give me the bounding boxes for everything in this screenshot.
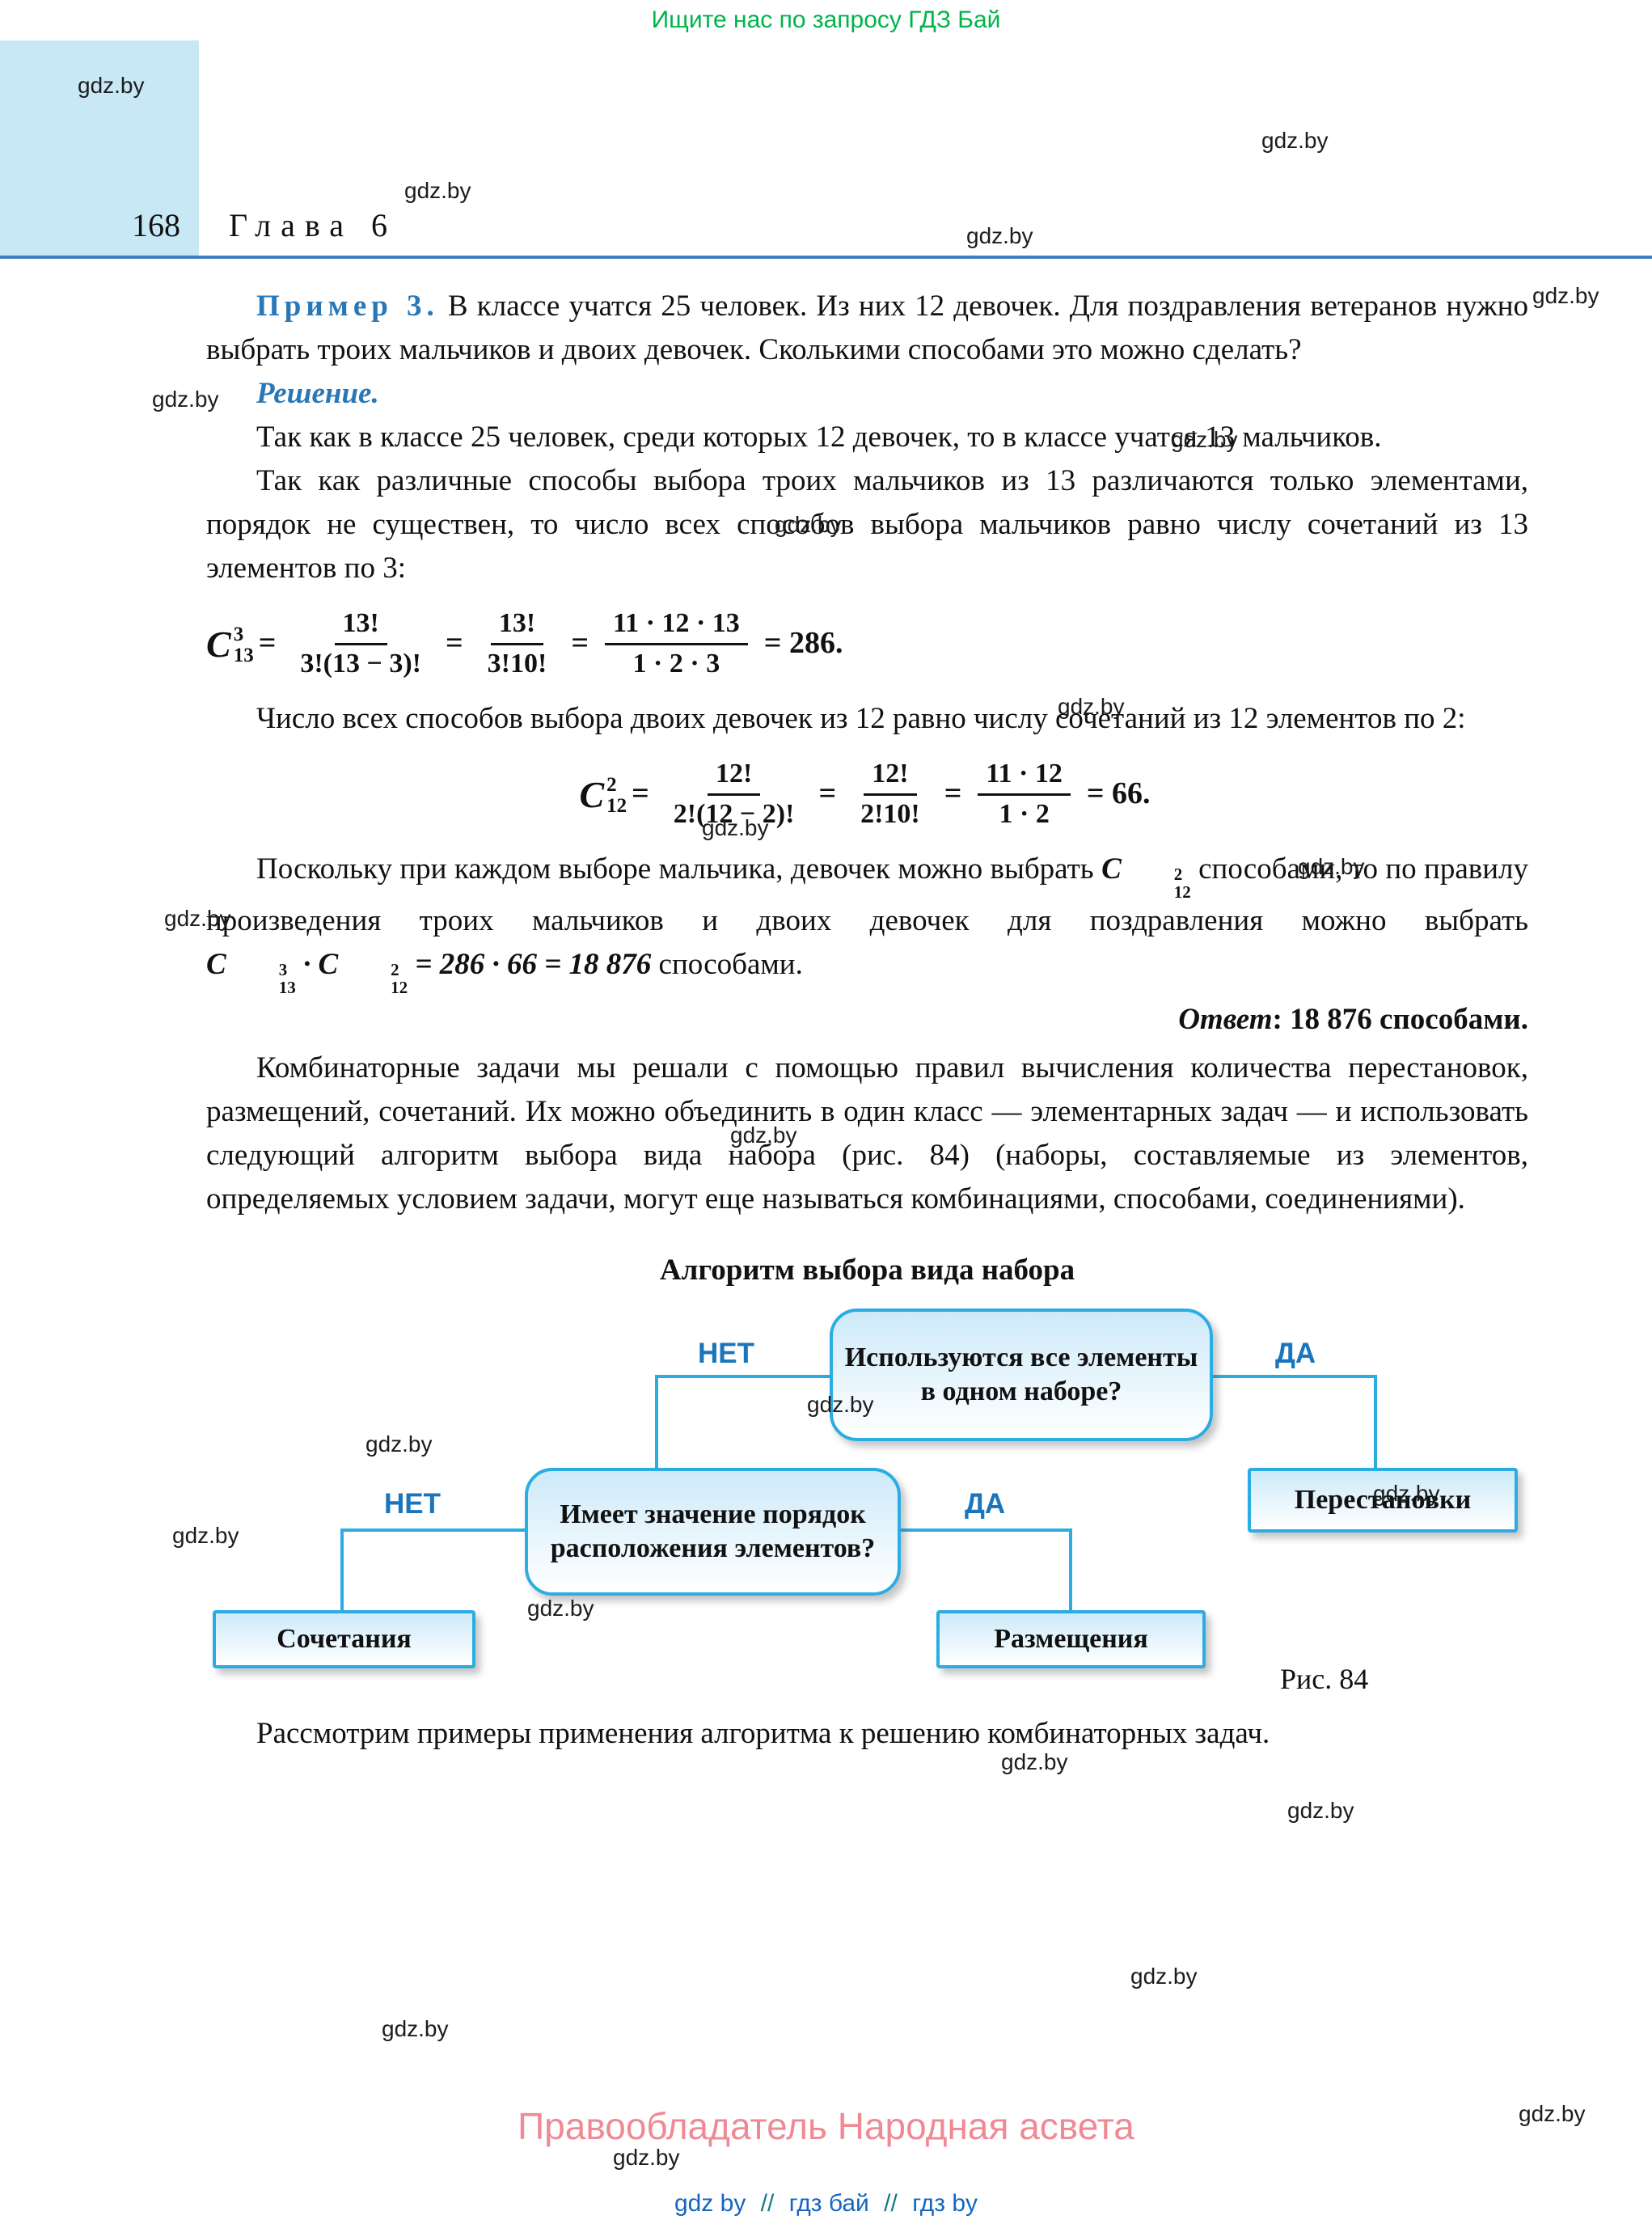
watermark: gdz.by — [775, 512, 842, 537]
solution-para-1: Так как в классе 25 человек, среди котор… — [256, 421, 1382, 455]
solution-para-4: Поскольку при каждом выборе мальчика, де… — [206, 852, 1528, 998]
watermark: gdz.by — [527, 1596, 594, 1621]
watermark: gdz.by — [152, 387, 219, 412]
connector-line — [1069, 1528, 1072, 1612]
fraction: 12!2!(12 − 2)! — [673, 759, 795, 829]
connector-line — [340, 1528, 526, 1533]
watermark: gdz.by — [1058, 694, 1125, 719]
watermark: gdz.by — [172, 1523, 239, 1548]
bottom-link-3[interactable]: гдз by — [912, 2190, 978, 2217]
watermark: gdz.by — [613, 2145, 680, 2170]
answer-text: : 18 876 способами. — [1272, 1003, 1528, 1037]
watermark: gdz.by — [702, 815, 769, 840]
flowchart-title: Алгоритм выбора вида набора — [659, 1254, 1075, 1287]
answer-label: Ответ — [1178, 1003, 1273, 1037]
watermark: gdz.by — [1373, 1481, 1440, 1506]
solution-label: Решение. — [256, 377, 379, 411]
fraction: 13!3!10! — [487, 608, 547, 679]
link-separator: // — [884, 2190, 898, 2217]
page-content: Пример 3. В классе учатся 25 человек. Из… — [206, 285, 1528, 1756]
watermark: gdz.by — [78, 73, 145, 98]
flowchart-permutations-box: Перестановки — [1248, 1468, 1518, 1533]
flowchart-label-yes-1: ДА — [1275, 1338, 1316, 1370]
solution-para-3: Число всех способов выбора двоих девочек… — [256, 702, 1466, 736]
flowchart-combinations-box: Сочетания — [213, 1610, 475, 1669]
watermark: gdz.by — [1261, 128, 1329, 153]
flowchart-label-no-2: НЕТ — [384, 1488, 441, 1520]
link-separator: // — [760, 2190, 775, 2217]
watermark: gdz.by — [807, 1392, 874, 1417]
header-rule — [0, 256, 1652, 259]
connector-line — [1374, 1375, 1377, 1469]
example-statement: Пример 3. В классе учатся 25 человек. Из… — [206, 285, 1528, 372]
copyright-note: Правообладатель Народная асвета — [518, 2105, 1134, 2147]
watermark: gdz.by — [730, 1123, 797, 1148]
watermark: gdz.by — [1171, 427, 1238, 452]
equals-sign: = — [571, 626, 589, 661]
equals-sign: = — [258, 626, 277, 661]
top-search-note: Ищите нас по запросу ГДЗ Бай — [651, 6, 1001, 33]
flowchart-figure: Используются все элементы в одном наборе… — [206, 1304, 1528, 1712]
bottom-links: gdz by // гдз бай // гдз by — [0, 2190, 1652, 2218]
solution-heading: Решение. — [206, 372, 1528, 416]
watermark: gdz.by — [1519, 2101, 1586, 2126]
flowchart-label-yes-2: ДА — [965, 1488, 1006, 1520]
flowchart-question-1: Используются все элементы в одном наборе… — [830, 1309, 1213, 1442]
page-number: 168 — [132, 207, 180, 243]
connector-line — [655, 1375, 658, 1469]
watermark: gdz.by — [966, 223, 1033, 248]
flowchart-question-2: Имеет значение порядок расположения элем… — [525, 1468, 901, 1596]
watermark: gdz.by — [382, 2016, 449, 2041]
watermark: gdz.by — [365, 1431, 433, 1457]
equals-sign: = — [632, 776, 649, 811]
chapter-title: Глава 6 — [229, 207, 397, 243]
watermark: gdz.by — [1130, 1964, 1198, 1989]
watermark: gdz.by — [164, 906, 231, 931]
fraction: 13!3!(13 − 3)! — [300, 608, 422, 679]
bottom-link-2[interactable]: гдз бай — [788, 2190, 869, 2217]
header-highlight-band — [0, 40, 199, 256]
fraction: 12!2!10! — [860, 759, 920, 829]
figure-caption: Рис. 84 — [1280, 1663, 1369, 1696]
watermark: gdz.by — [1532, 283, 1599, 308]
equals-sign: = — [818, 776, 837, 811]
bottom-link-1[interactable]: gdz by — [674, 2190, 746, 2217]
connector-line — [340, 1528, 344, 1612]
flowchart-label-no-1: НЕТ — [698, 1338, 754, 1370]
flowchart-arrangements-box: Размещения — [936, 1610, 1206, 1669]
solution-para-2: Так как различные способы выбора троих м… — [206, 464, 1528, 586]
equals-sign: = — [446, 626, 463, 661]
formula-result: = 66. — [1086, 776, 1151, 811]
watermark: gdz.by — [1298, 854, 1365, 879]
connector-line — [899, 1528, 1072, 1533]
equals-sign: = — [944, 776, 962, 811]
discussion-para-1: Комбинаторные задачи мы решали с помощью… — [206, 1051, 1528, 1216]
watermark: gdz.by — [1287, 1798, 1354, 1823]
formula-result: = 286. — [763, 626, 843, 661]
connector-line — [1211, 1375, 1377, 1379]
watermark: gdz.by — [1001, 1749, 1068, 1774]
example-statement-text: В классе учатся 25 человек. Из них 12 де… — [206, 290, 1528, 367]
watermark: gdz.by — [404, 178, 471, 203]
example-label: Пример 3. — [256, 290, 439, 323]
connector-line — [655, 1375, 833, 1379]
answer-line: Ответ: 18 876 способами. — [206, 998, 1528, 1042]
discussion-para-2: Рассмотрим примеры применения алгоритма … — [256, 1717, 1270, 1751]
